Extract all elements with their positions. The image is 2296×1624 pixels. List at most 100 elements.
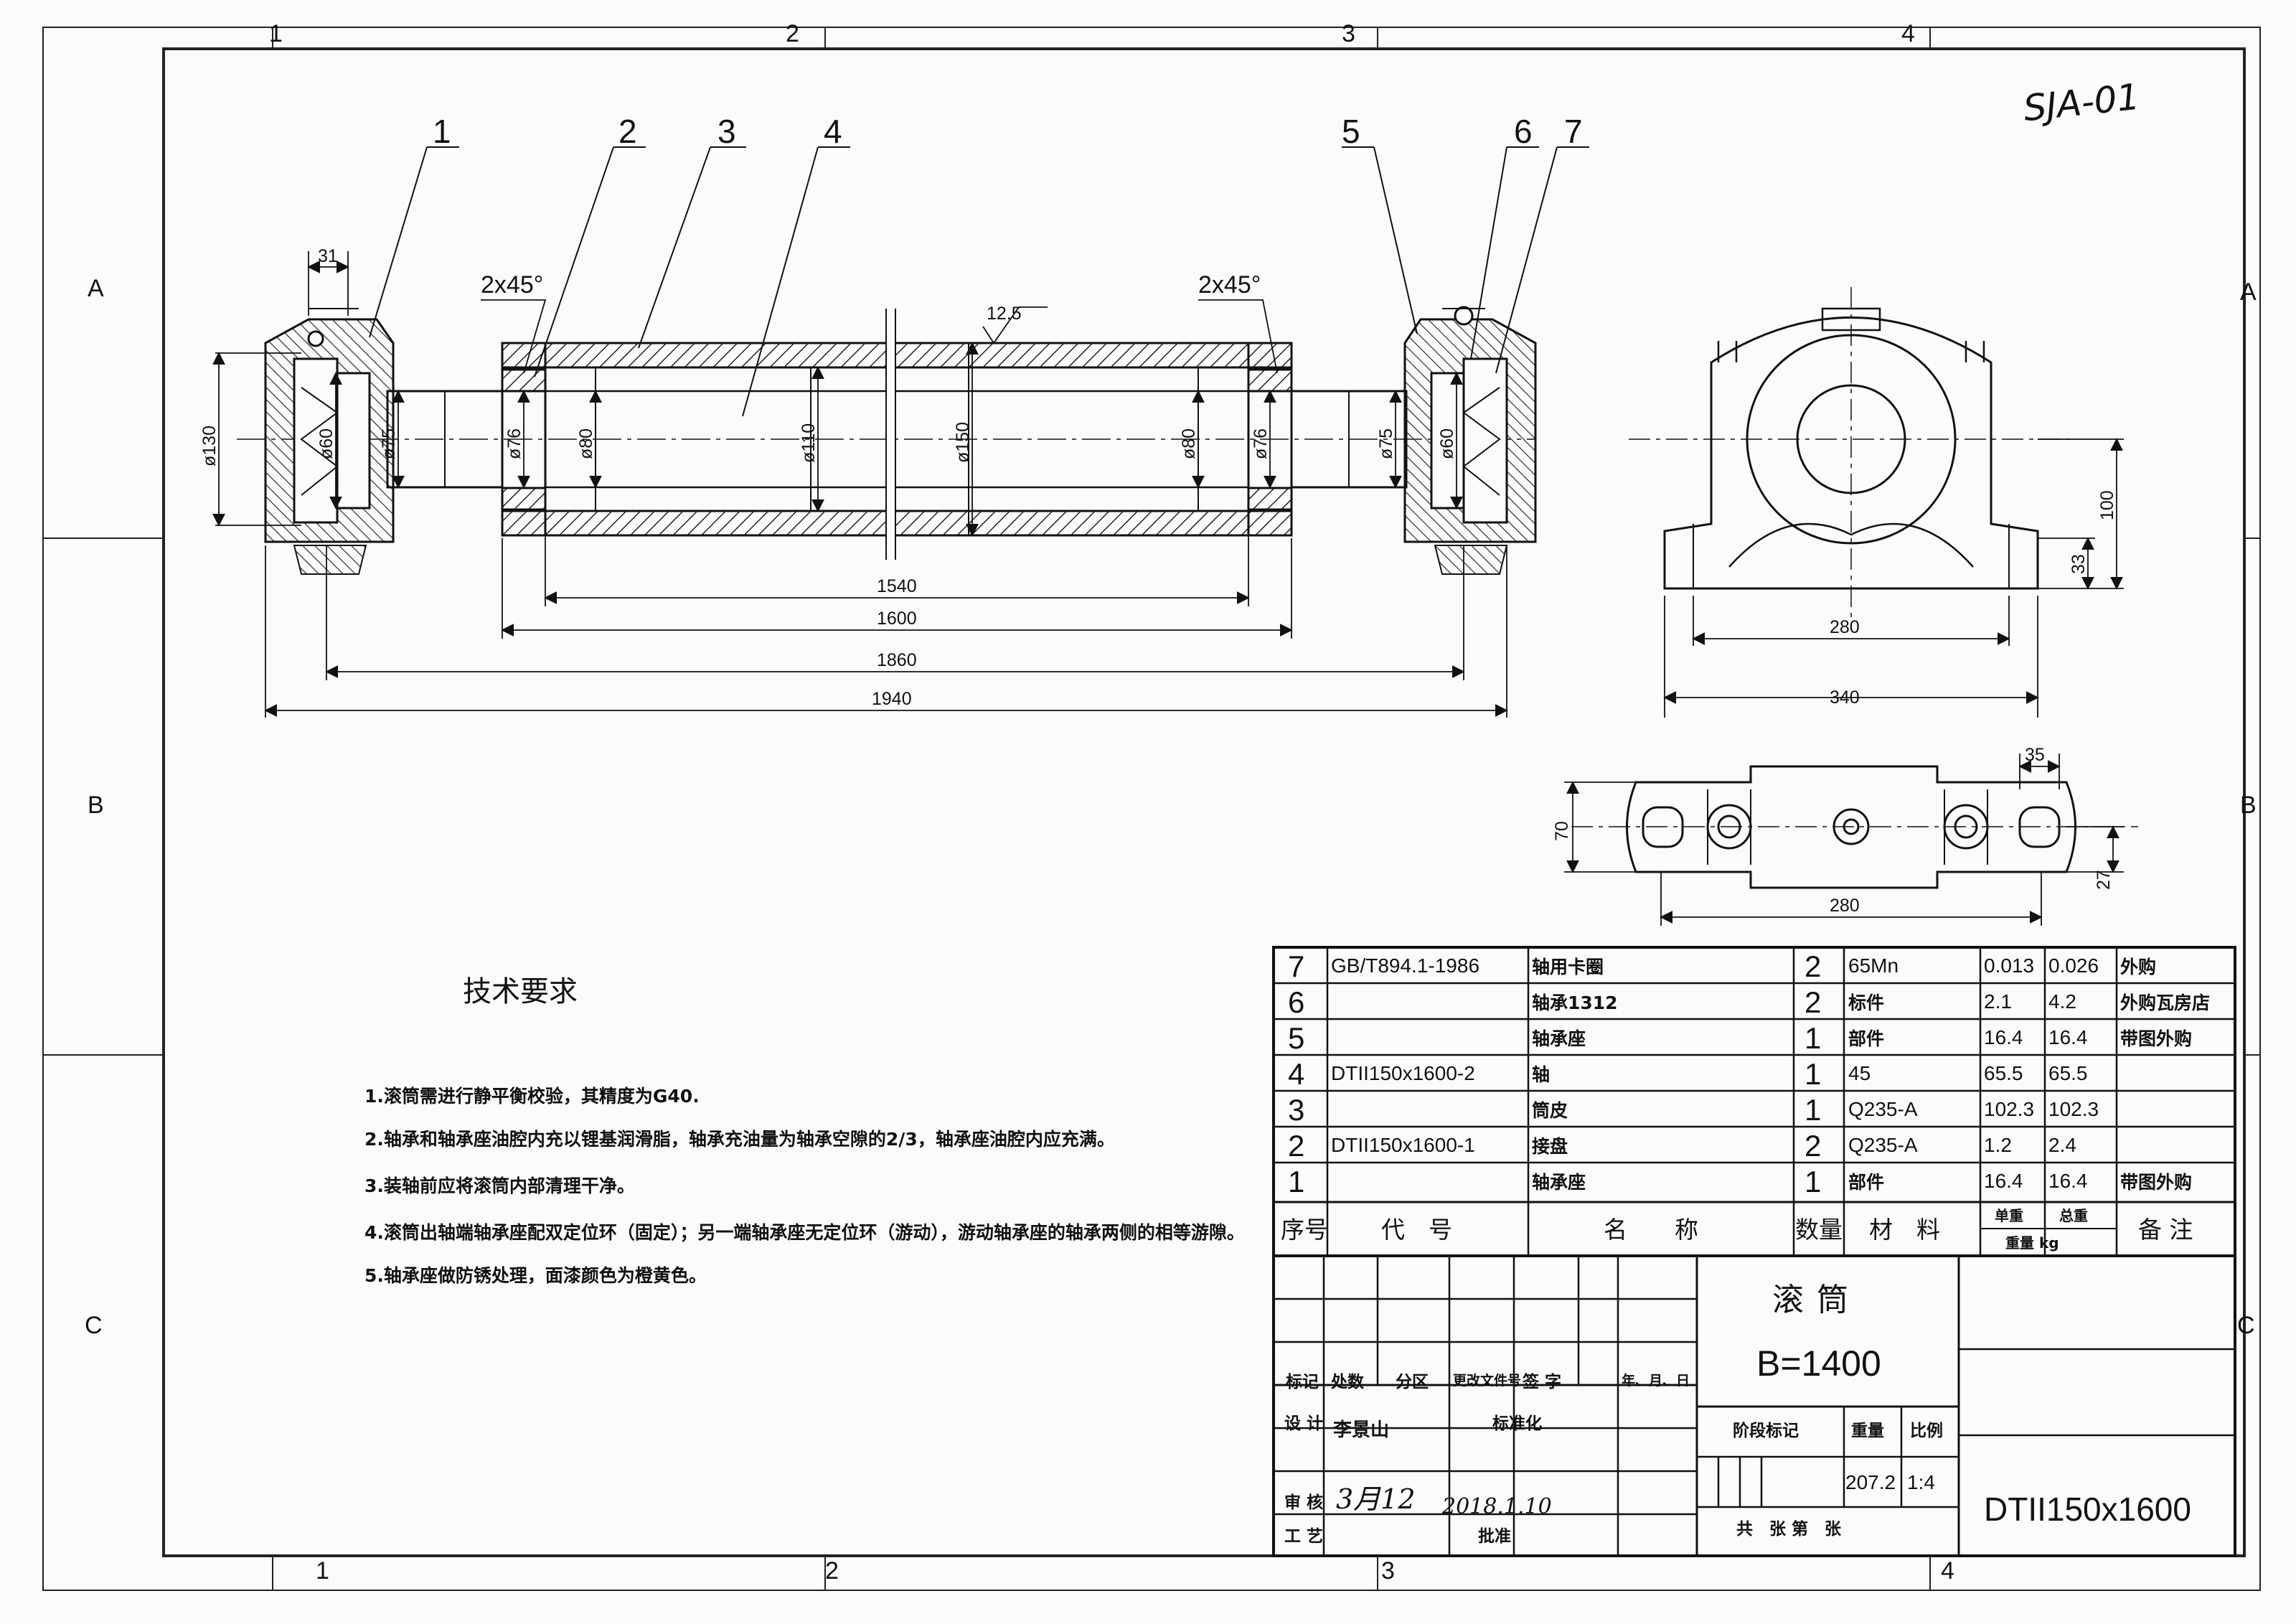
zone-bottom-4: 4	[1941, 1557, 1954, 1585]
rev-label-mark: 标记	[1286, 1373, 1319, 1391]
bom-note: 外购	[2120, 957, 2157, 977]
bom-total-weight: 0.026	[2048, 954, 2099, 977]
dim-1860: 1860	[877, 650, 917, 670]
zone-left-b: B	[88, 792, 104, 819]
design-name: 李景山	[1333, 1419, 1390, 1441]
bom-material: 标件	[1848, 992, 1885, 1013]
bom-material: 45	[1848, 1062, 1871, 1084]
bom-unit-weight: 65.5	[1984, 1062, 2023, 1084]
bom-header-name: 名 称	[1604, 1216, 1698, 1244]
dim-d60-right: ø60	[1437, 428, 1457, 459]
balloon-2: 2	[618, 113, 637, 150]
side-view	[1629, 287, 2074, 624]
plan-view-dimensions	[1564, 754, 2124, 926]
balloon-6: 6	[1514, 113, 1533, 150]
tech-requirement-3: 3.装轴前应将滚筒内部清理干净。	[364, 1175, 635, 1196]
check-signature: 3月12	[1336, 1483, 1416, 1515]
dim-plan-35: 35	[2025, 745, 2045, 765]
bom-name: 轴	[1532, 1064, 1551, 1085]
rev-label-count: 处数	[1331, 1373, 1364, 1391]
balloon-1: 1	[433, 113, 451, 150]
check-label: 审 核	[1284, 1493, 1324, 1512]
balloon-7: 7	[1564, 113, 1583, 150]
bom-unit-weight: 16.4	[1984, 1170, 2023, 1192]
zone-top-2: 2	[786, 20, 799, 47]
dim-1600: 1600	[877, 609, 917, 629]
bom-unit-weight: 1.2	[1984, 1134, 2012, 1156]
dim-plan-70: 70	[1552, 821, 1572, 841]
bom-material: 65Mn	[1848, 954, 1899, 977]
dim-roughness: 12.5	[987, 304, 1022, 324]
dim-d150: ø150	[953, 422, 973, 463]
bom-material: 部件	[1848, 1172, 1885, 1193]
bom-qty: 1	[1805, 1165, 1822, 1198]
bom-material: Q235-A	[1848, 1098, 1918, 1120]
dim-d75-right: ø75	[1376, 428, 1396, 459]
bom-unit-weight: 2.1	[1984, 990, 2012, 1013]
bom-header-qty: 数量	[1795, 1216, 1843, 1244]
dim-1940: 1940	[872, 689, 912, 709]
zone-right-a: A	[2240, 278, 2257, 306]
dim-chamfer-right: 2x45°	[1198, 271, 1261, 299]
bom-total-weight: 16.4	[2048, 1026, 2088, 1048]
tech-requirements-title: 技术要求	[463, 975, 578, 1008]
plan-view	[1571, 765, 2138, 889]
bom-code: DTII150x1600-2	[1331, 1062, 1475, 1084]
rev-label-date: 年、月、日	[1622, 1373, 1690, 1389]
sheet-border	[42, 27, 2261, 1591]
bom-qty: 2	[1805, 1129, 1822, 1163]
standard-label: 标准化	[1492, 1414, 1542, 1433]
approve-label: 批准	[1478, 1527, 1511, 1546]
bom-no: 2	[1288, 1129, 1305, 1163]
bom-material: Q235-A	[1848, 1134, 1918, 1156]
dim-d130: ø130	[199, 426, 220, 466]
bom-header-no: 序号	[1281, 1216, 1328, 1244]
dim-1540: 1540	[877, 576, 917, 596]
bom-note: 带图外购	[2120, 1028, 2193, 1049]
tech-requirement-4: 4.滚筒出轴端轴承座配双定位环（固定）；另一端轴承座无定位环（游动），游动轴承座…	[364, 1222, 1245, 1243]
process-label: 工 艺	[1284, 1527, 1324, 1546]
dim-d76-right: ø76	[1251, 428, 1271, 459]
bom-name: 筒皮	[1532, 1100, 1568, 1121]
dim-d76-left: ø76	[504, 428, 524, 459]
main-section-view	[237, 306, 1537, 575]
dim-d80-left: ø80	[576, 428, 596, 459]
design-label: 设 计	[1284, 1414, 1324, 1433]
bom-no: 1	[1288, 1165, 1305, 1198]
dim-d60-left: ø60	[316, 428, 337, 459]
zone-top-1: 1	[269, 20, 283, 47]
bom-total-weight: 16.4	[2048, 1170, 2088, 1192]
bom-unit-weight: 16.4	[1984, 1026, 2023, 1048]
drawing-number: DTII150x1600	[1984, 1491, 2191, 1528]
bom-total-weight: 102.3	[2048, 1098, 2099, 1120]
bom-name: 轴承座	[1532, 1028, 1586, 1049]
balloon-3: 3	[718, 113, 736, 150]
bom-name: 轴用卡圈	[1532, 957, 1604, 977]
product-name: 滚筒	[1772, 1282, 1861, 1318]
bom-no: 5	[1288, 1021, 1305, 1055]
zone-bottom-2: 2	[825, 1557, 839, 1585]
bom-unit-weight: 0.013	[1984, 954, 2035, 977]
tech-requirement-5: 5.轴承座做防锈处理，面漆颜色为橙黄色。	[364, 1265, 707, 1286]
zone-left-a: A	[88, 275, 104, 302]
bom-no: 4	[1288, 1057, 1305, 1091]
dim-side-280: 280	[1830, 617, 1860, 637]
rev-label-sign: 签 字	[1523, 1373, 1562, 1391]
dim-plan-280: 280	[1830, 896, 1860, 916]
bom-note: 带图外购	[2120, 1172, 2193, 1193]
bom-unit-weight: 102.3	[1984, 1098, 2035, 1120]
zone-top-3: 3	[1342, 20, 1355, 47]
bom-header-note: 备 注	[2138, 1216, 2193, 1244]
bom-name: 接盘	[1532, 1136, 1568, 1157]
bom-no: 6	[1288, 985, 1305, 1019]
main-view-dimensions	[212, 251, 1508, 718]
check-date: 2018.1.10	[1442, 1494, 1552, 1519]
sheets-label: 共 张 第 张	[1736, 1520, 1842, 1539]
scale-value: 1:4	[1907, 1471, 1935, 1493]
bom-qty: 1	[1805, 1021, 1822, 1055]
balloon-5: 5	[1342, 113, 1360, 150]
rev-label-doc: 更改文件号	[1453, 1373, 1522, 1389]
side-view-dimensions	[1663, 438, 2124, 718]
